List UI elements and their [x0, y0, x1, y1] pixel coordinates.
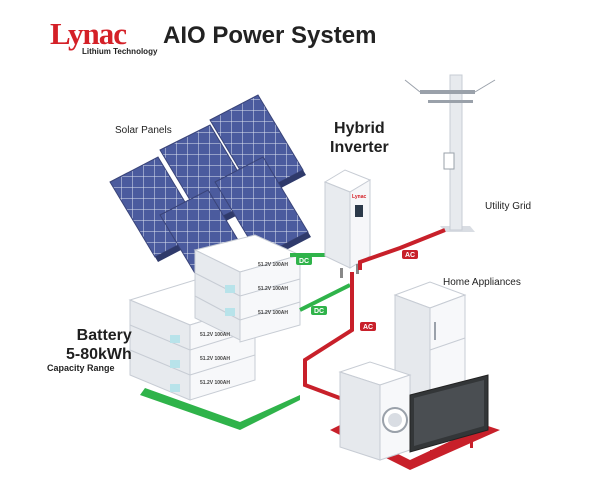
- inverter-brand: Lynac: [352, 194, 366, 200]
- battery-module-labels: 51.2V 100AH 51.2V 100AH 51.2V 100AH 51.2…: [200, 262, 288, 386]
- module-label: 51.2V 100AH: [200, 356, 230, 362]
- module-label: 51.2V 100AH: [258, 286, 288, 292]
- ac-cable-grid: [358, 228, 446, 270]
- battery-green-base: [140, 388, 300, 430]
- label-battery-line1: Battery: [76, 327, 132, 344]
- label-hybrid-inverter-line2: Inverter: [330, 139, 389, 156]
- label-utility-grid: Utility Grid: [485, 201, 532, 212]
- label-capacity-range: Capacity Range: [47, 363, 115, 373]
- dc-badge: DC: [311, 306, 327, 315]
- ac-badge: AC: [402, 250, 418, 259]
- brand-logo: Lynac: [50, 16, 127, 51]
- label-solar-panels: Solar Panels: [115, 125, 172, 136]
- brand-tagline: Lithium Technology: [82, 47, 158, 56]
- label-hybrid-inverter: Hybrid Inverter: [330, 119, 389, 157]
- washing-machine: [338, 361, 412, 461]
- hybrid-inverter: Lynac: [323, 169, 372, 278]
- svg-text:AC: AC: [363, 324, 373, 331]
- label-battery: Battery 5-80kWh: [66, 326, 132, 364]
- module-label: 51.2V 100AH: [200, 380, 230, 386]
- label-home-appliances: Home Appliances: [443, 277, 521, 288]
- utility-pole: [404, 74, 496, 232]
- dc-badge: DC: [296, 256, 312, 265]
- svg-text:AC: AC: [405, 252, 415, 259]
- svg-text:DC: DC: [314, 308, 324, 315]
- module-label: 51.2V 100AH: [200, 332, 230, 338]
- module-label: 51.2V 100AH: [258, 310, 288, 316]
- battery-stack-back: [193, 234, 302, 343]
- television: [409, 374, 489, 460]
- label-battery-line2: 5-80kWh: [66, 346, 132, 363]
- svg-text:DC: DC: [299, 258, 309, 265]
- ac-badge: AC: [360, 322, 376, 331]
- page-title: AIO Power System: [163, 22, 377, 49]
- module-label: 51.2V 100AH: [258, 262, 288, 268]
- label-hybrid-inverter-line1: Hybrid: [334, 120, 385, 137]
